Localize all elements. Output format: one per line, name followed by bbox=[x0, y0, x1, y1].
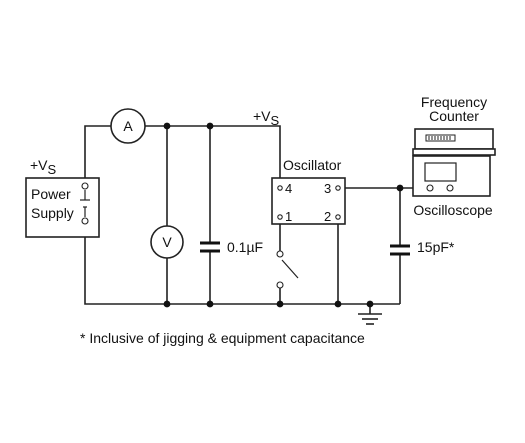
pin1-terminal bbox=[277, 214, 283, 220]
ammeter-icon bbox=[110, 108, 146, 144]
frequency-counter-label-1: Frequency bbox=[421, 94, 487, 110]
ground-symbol-icon bbox=[358, 313, 382, 325]
pin3-label: 3 bbox=[324, 181, 331, 196]
oscilloscope-input-terminal bbox=[426, 184, 434, 192]
ground-rail-wire bbox=[84, 224, 400, 305]
ammeter-label: A bbox=[123, 118, 133, 134]
pin2-label: 2 bbox=[324, 209, 331, 224]
oscilloscope-knob bbox=[446, 184, 454, 192]
supply-positive-terminal bbox=[81, 182, 89, 190]
pin1-label: 1 bbox=[285, 209, 292, 224]
load-capacitor-label: 15pF* bbox=[417, 239, 455, 255]
load-capacitor-icon bbox=[390, 244, 410, 256]
oscilloscope-screen bbox=[424, 162, 457, 182]
vs-left-label: +VS bbox=[30, 157, 57, 177]
junction-dots bbox=[163, 122, 404, 308]
frequency-counter-base bbox=[412, 148, 496, 156]
supply-negative-terminal bbox=[81, 217, 89, 225]
supply-capacitor-label: 0.1µF bbox=[227, 239, 263, 255]
supply-capacitor-icon bbox=[200, 241, 220, 253]
oscilloscope-label: Oscilloscope bbox=[413, 202, 493, 218]
switch-icon bbox=[276, 250, 299, 289]
power-supply-label-2: Supply bbox=[31, 205, 74, 221]
battery-icon bbox=[80, 190, 90, 217]
top-rail-wire bbox=[84, 125, 281, 185]
power-supply-label-1: Power bbox=[31, 186, 71, 202]
footnote: * Inclusive of jigging & equipment capac… bbox=[80, 330, 365, 346]
frequency-counter-display-segments bbox=[428, 136, 451, 140]
oscillator-label: Oscillator bbox=[283, 157, 342, 173]
voltmeter-label: V bbox=[162, 234, 172, 250]
vs-top-label: +VS bbox=[253, 108, 280, 128]
output-wire bbox=[345, 187, 423, 304]
voltmeter-icon bbox=[150, 225, 184, 259]
pin4-terminal bbox=[277, 185, 283, 191]
pin2-terminal bbox=[335, 214, 341, 220]
pin3-terminal bbox=[335, 185, 341, 191]
pin4-label: 4 bbox=[285, 181, 292, 196]
frequency-counter-label-2: Counter bbox=[429, 108, 479, 124]
oscillator-box bbox=[271, 177, 346, 225]
